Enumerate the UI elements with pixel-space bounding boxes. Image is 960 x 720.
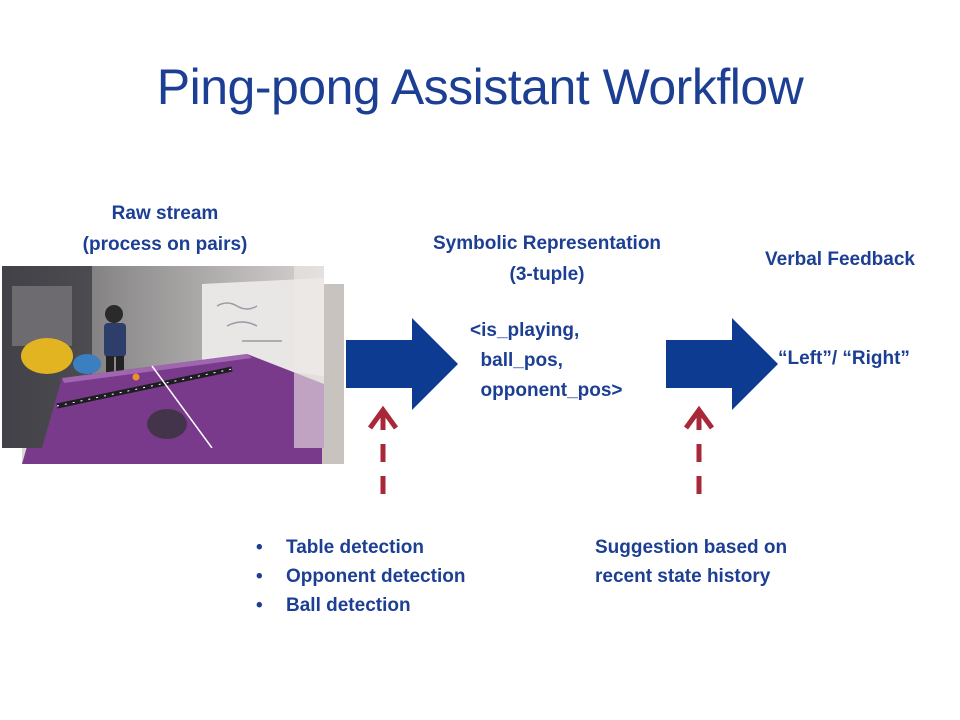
detection-list: • Table detection • Opponent detection • Ba… bbox=[256, 533, 465, 620]
verbal-feedback-output: “Left”/ “Right” bbox=[778, 348, 910, 369]
tuple-text: <is_playing, ball_pos, opponent_pos> bbox=[470, 316, 623, 406]
verbal-feedback-label: Verbal Feedback bbox=[765, 249, 915, 270]
dashed-arrow-detection bbox=[367, 405, 399, 504]
list-item: • Opponent detection bbox=[256, 562, 465, 591]
suggestion-text: Suggestion based on recent state history bbox=[595, 533, 787, 591]
bullet-icon: • bbox=[256, 537, 263, 558]
raw-stream-label-line2: (process on pairs) bbox=[82, 234, 248, 255]
detection-item-label: Table detection bbox=[286, 537, 424, 558]
symbolic-label-line1: Symbolic Representation bbox=[432, 233, 662, 254]
detection-item-label: Ball detection bbox=[286, 595, 411, 616]
symbolic-label: Symbolic Representation (3-tuple) bbox=[394, 228, 700, 290]
flow-arrow-1 bbox=[346, 318, 458, 410]
suggestion-line-2: recent state history bbox=[595, 566, 771, 587]
raw-stream-label: Raw stream (process on pairs) bbox=[40, 198, 290, 260]
raw-frame-front-image bbox=[2, 266, 324, 448]
tuple-line-3: opponent_pos> bbox=[470, 380, 623, 401]
bullet-icon: • bbox=[256, 595, 263, 616]
dashed-arrow-suggestion bbox=[683, 405, 715, 504]
raw-stream-label-line1: Raw stream bbox=[111, 203, 219, 224]
bullet-icon: • bbox=[256, 566, 263, 587]
page-title: Ping-pong Assistant Workflow bbox=[156, 59, 804, 115]
symbolic-label-line2: (3-tuple) bbox=[509, 264, 585, 285]
list-item: • Ball detection bbox=[256, 591, 465, 620]
detection-item-label: Opponent detection bbox=[286, 566, 466, 587]
list-item: • Table detection bbox=[256, 533, 465, 562]
tuple-line-1: <is_playing, bbox=[470, 320, 580, 341]
suggestion-line-1: Suggestion based on bbox=[595, 537, 788, 558]
tuple-line-2: ball_pos, bbox=[470, 350, 563, 371]
raw-frame-front bbox=[2, 266, 324, 448]
flow-arrow-2 bbox=[666, 318, 778, 410]
